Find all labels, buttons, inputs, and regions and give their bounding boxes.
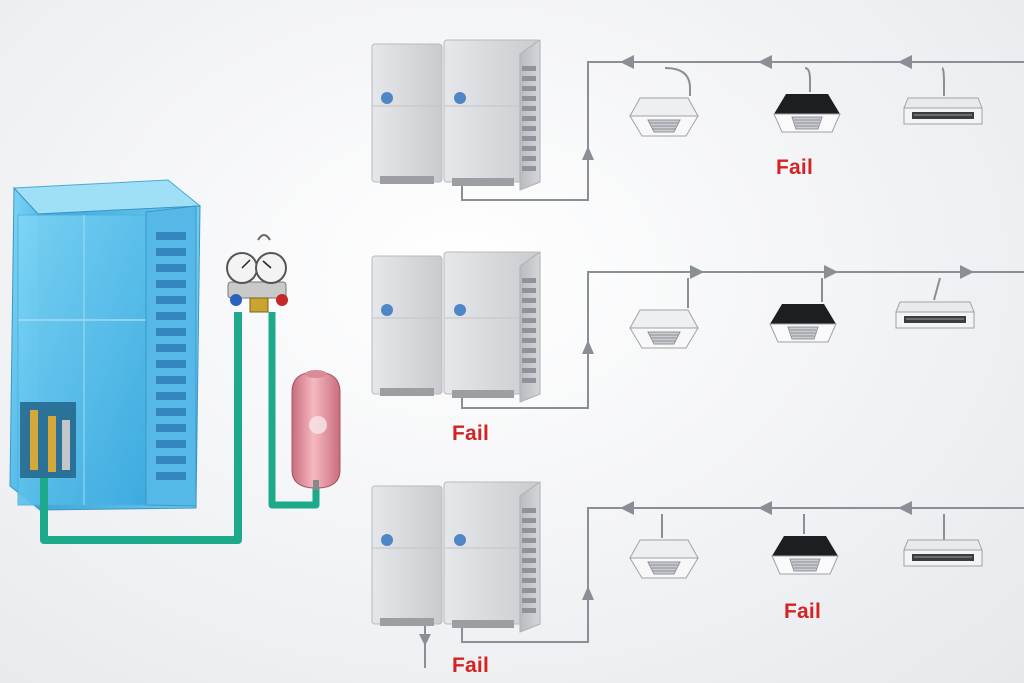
flow-arrow-icon <box>582 586 594 600</box>
flow-arrow-icon <box>690 265 704 279</box>
recovery-outdoor-unit <box>9 179 202 512</box>
row2-drop-3 <box>933 277 941 301</box>
flow-arrow-icon <box>582 340 594 354</box>
flow-arrow-icon <box>960 265 974 279</box>
recovery-hose <box>40 312 242 544</box>
low-side-valve-knob-icon <box>230 294 242 306</box>
cylinder-hose <box>268 312 320 509</box>
flow-arrow-icon <box>898 55 912 69</box>
row2-outdoor-unit <box>371 251 541 403</box>
refrigerant-cylinder <box>291 370 341 490</box>
row2-supply-pipe <box>461 271 1024 409</box>
row1-drop-3 <box>941 67 945 96</box>
row3-outdoor-fail-label: Fail <box>452 654 489 677</box>
manifold-gauge <box>226 234 288 313</box>
row1-duct-indoor-unit <box>903 97 983 125</box>
row1-outdoor-unit <box>371 39 541 191</box>
flow-arrow-icon <box>758 55 772 69</box>
row3-return-pipe <box>461 507 1024 643</box>
row3-duct-indoor-unit <box>903 539 983 567</box>
row1-4way-cassette-indoor-unit <box>773 93 841 133</box>
row2-cassette-indoor-unit <box>629 309 699 349</box>
row2-duct-indoor-unit <box>895 301 975 329</box>
row3-outdoor-unit <box>371 481 541 633</box>
row1-drop-2 <box>804 67 811 92</box>
high-side-valve-knob-icon <box>276 294 288 306</box>
flow-arrow-icon <box>620 55 634 69</box>
row2-outdoor-fail-label: Fail <box>452 422 489 445</box>
row1-cassette-indoor-unit <box>629 97 699 137</box>
flow-arrow-icon <box>824 265 838 279</box>
flow-arrow-icon <box>898 501 912 515</box>
row1-drop-1 <box>664 67 691 96</box>
row2-4way-cassette-indoor-unit <box>769 303 837 343</box>
row3-4way-cassette-indoor-unit <box>771 535 839 575</box>
row1-return-pipe <box>461 61 1024 201</box>
flow-arrow-icon <box>582 146 594 160</box>
row3-indoor-fail-label: Fail <box>784 600 821 623</box>
flow-arrow-icon <box>620 501 634 515</box>
leak-arrow-icon <box>419 634 431 646</box>
flow-arrow-icon <box>758 501 772 515</box>
row3-cassette-indoor-unit <box>629 539 699 579</box>
row1-indoor-fail-label: Fail <box>776 156 813 179</box>
